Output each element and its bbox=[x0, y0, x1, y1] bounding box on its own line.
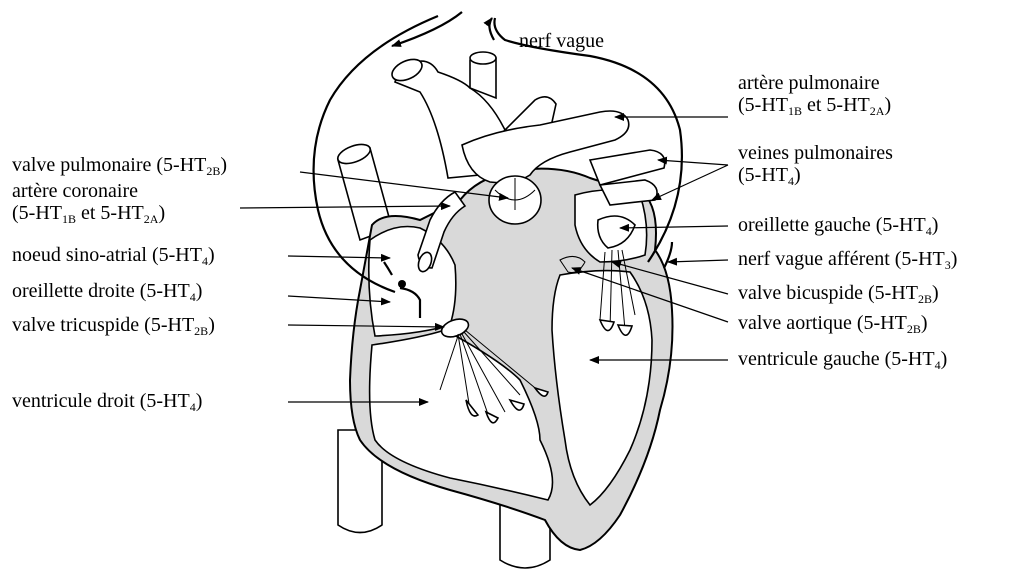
label-oreillette-droite: oreillette droite (5-HT4) bbox=[12, 280, 202, 302]
label-nerf-vague-afferent: nerf vague afférent (5-HT3) bbox=[738, 248, 957, 270]
pointer-veines-pulmonaires-2 bbox=[652, 165, 728, 200]
label-nerf-vague: nerf vague bbox=[519, 30, 604, 52]
label-artere-pulmonaire: artère pulmonaire (5-HT1B et 5-HT2A) bbox=[738, 72, 891, 116]
label-valve-tricuspide: valve tricuspide (5-HT2B) bbox=[12, 314, 215, 336]
label-valve-aortique: valve aortique (5-HT2B) bbox=[738, 312, 928, 334]
label-ventricule-droit: ventricule droit (5-HT4) bbox=[12, 390, 202, 412]
pointer-nerf-vague-afferent bbox=[668, 260, 728, 262]
label-ventricule-gauche: ventricule gauche (5-HT4) bbox=[738, 348, 947, 370]
label-valve-bicuspide: valve bicuspide (5-HT2B) bbox=[738, 282, 939, 304]
label-veines-pulmonaires: veines pulmonaires (5-HT4) bbox=[738, 142, 893, 186]
label-noeud-sino-atrial: noeud sino-atrial (5-HT4) bbox=[12, 244, 215, 266]
label-oreillette-gauche: oreillette gauche (5-HT4) bbox=[738, 214, 938, 236]
pointer-artere-coronaire bbox=[240, 206, 450, 208]
pointer-veines-pulmonaires-1 bbox=[658, 160, 728, 165]
label-artere-coronaire: artère coronaire (5-HT1B et 5-HT2A) bbox=[12, 180, 165, 224]
pulmonary-valve bbox=[489, 176, 541, 224]
label-valve-pulmonaire: valve pulmonaire (5-HT2B) bbox=[12, 154, 227, 176]
